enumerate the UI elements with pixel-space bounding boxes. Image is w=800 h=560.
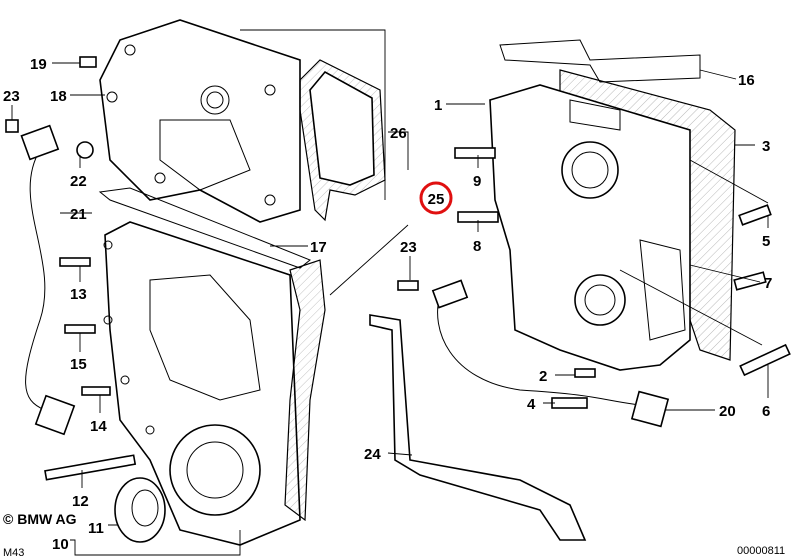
callout-23-right[interactable]: 23 (400, 239, 417, 256)
lower-timing-cover (103, 221, 301, 546)
callout-12[interactable]: 12 (72, 493, 89, 510)
highlight-circle (419, 181, 453, 215)
callout-25[interactable]: 25 (428, 191, 445, 208)
sensor-cable-21 (20, 124, 76, 436)
bolts (5, 56, 791, 481)
upper-timing-cover (99, 19, 301, 223)
callout-14[interactable]: 14 (90, 418, 107, 435)
model-code: M43 (3, 547, 24, 559)
callout-20[interactable]: 20 (719, 403, 736, 420)
lower-cover-gasket (284, 259, 326, 522)
copyright-text: © BMW AG (3, 511, 77, 527)
callout-19[interactable]: 19 (30, 56, 47, 73)
callout-15[interactable]: 15 (70, 356, 87, 373)
callout-26[interactable]: 26 (390, 125, 407, 142)
bracket-24 (369, 314, 587, 541)
callout-11[interactable]: 11 (88, 520, 104, 537)
gasket-strip-17 (98, 187, 311, 269)
callout-1[interactable]: 1 (434, 97, 442, 114)
upper-cover-gasket (299, 59, 386, 222)
callout-23-left[interactable]: 23 (3, 88, 20, 105)
callout-6[interactable]: 6 (762, 403, 770, 420)
callout-5[interactable]: 5 (762, 233, 770, 250)
callout-7[interactable]: 7 (764, 275, 772, 292)
callout-8[interactable]: 8 (473, 238, 481, 255)
callout-18[interactable]: 18 (50, 88, 67, 105)
callout-13[interactable]: 13 (70, 286, 87, 303)
callout-2[interactable]: 2 (539, 368, 547, 385)
callout-22[interactable]: 22 (70, 173, 87, 190)
sensor-cable-20 (431, 279, 670, 428)
callout-17[interactable]: 17 (310, 239, 327, 256)
callout-16[interactable]: 16 (738, 72, 755, 89)
crankshaft-seal (114, 477, 166, 543)
callout-labels: 19 18 23 22 21 13 15 14 12 11 10 26 17 2… (3, 56, 772, 553)
engine-front-housing (489, 69, 736, 371)
callout-4[interactable]: 4 (527, 396, 536, 413)
callout-9[interactable]: 9 (473, 173, 481, 190)
callout-21[interactable]: 21 (70, 206, 87, 223)
callout-24[interactable]: 24 (364, 446, 381, 463)
callout-3[interactable]: 3 (762, 138, 770, 155)
gasket-16 (499, 39, 701, 83)
leader-lines (11, 29, 769, 556)
image-number: 00000811 (737, 545, 785, 557)
callout-10[interactable]: 10 (52, 536, 69, 553)
